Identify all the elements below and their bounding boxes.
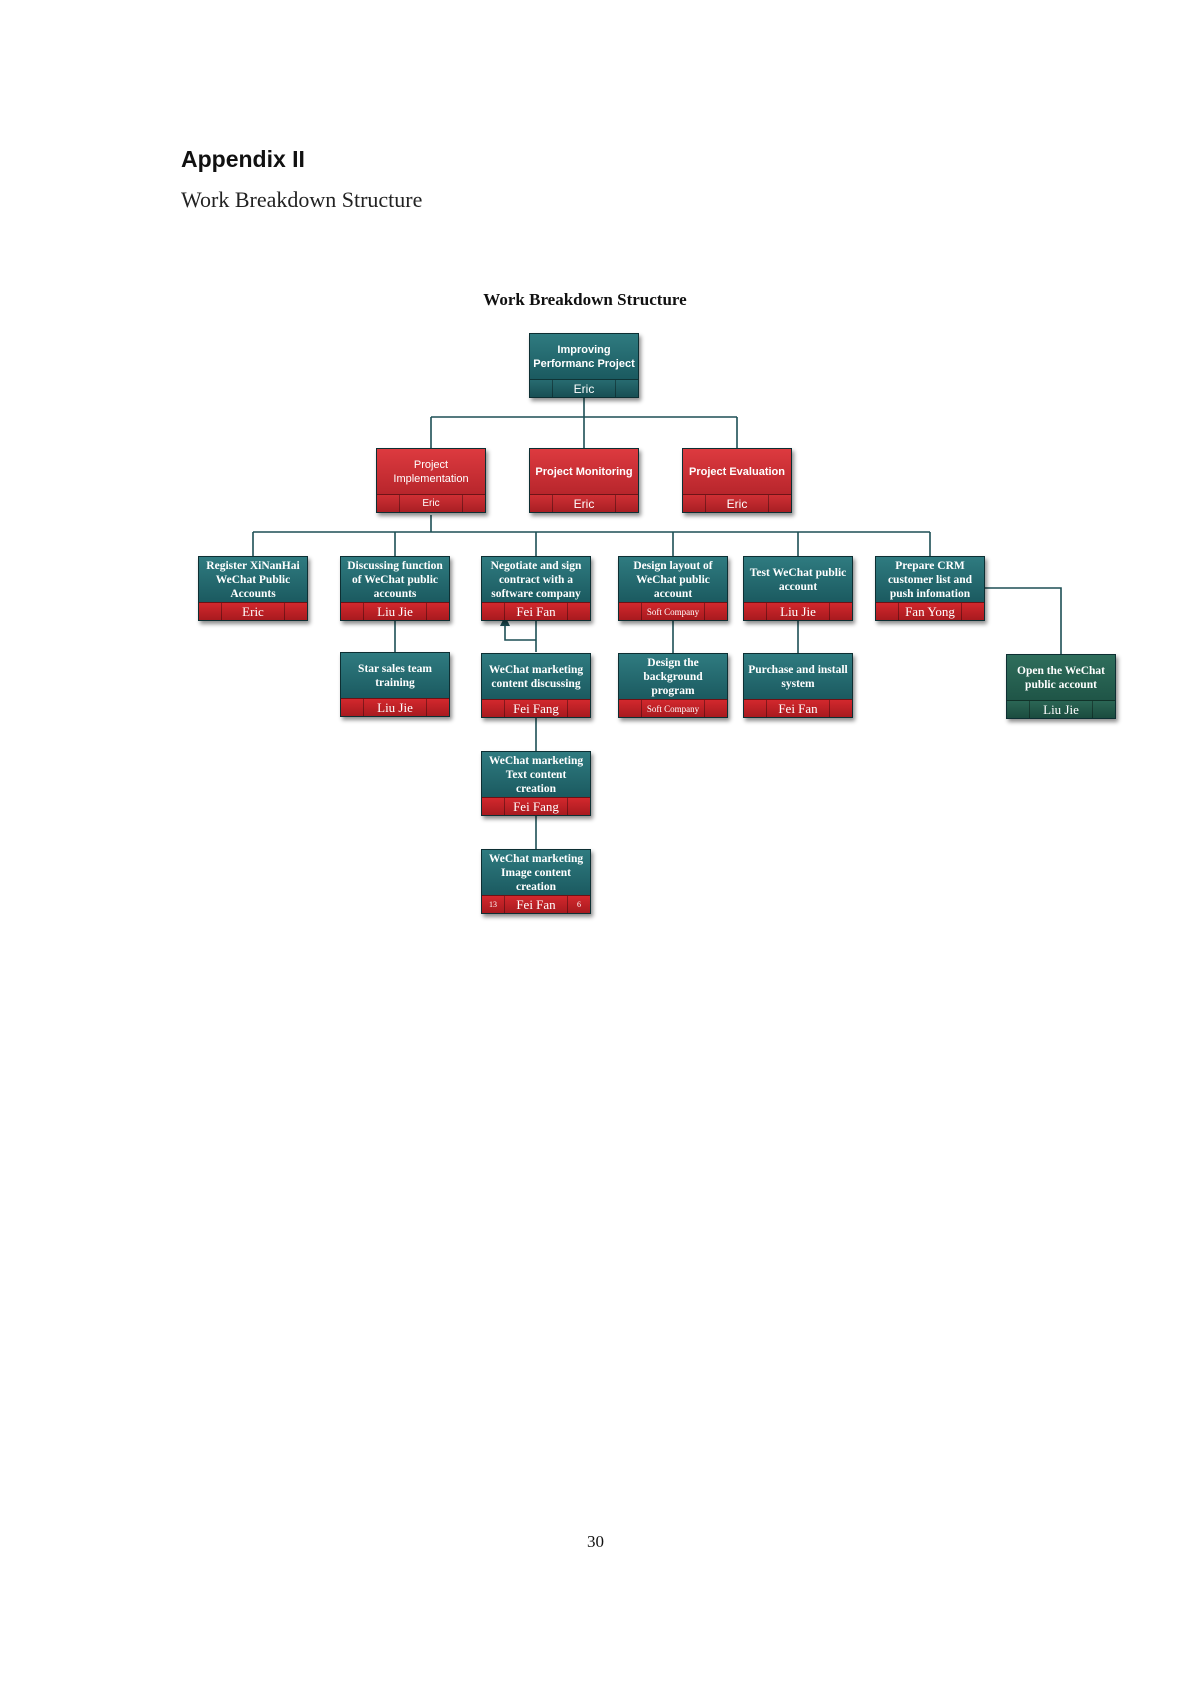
wbs-node-owner: Fei Fang xyxy=(513,798,559,814)
wbs-node-title: WeChat marketing Image content creation xyxy=(482,850,590,895)
wbs-node-owner: Eric xyxy=(422,498,440,509)
arrow-head-icon xyxy=(500,616,510,626)
wbs-node-title: Prepare CRM customer list and push infom… xyxy=(876,557,984,602)
wbs-node-prepare-crm: Prepare CRM customer list and push infom… xyxy=(875,556,985,621)
wbs-node-title: WeChat marketing content discussing xyxy=(482,654,590,699)
wbs-node-owner: Soft Company xyxy=(646,606,700,617)
wbs-node-owner: Liu Jie xyxy=(377,603,413,619)
wbs-node-title: Design layout of WeChat public account xyxy=(619,557,727,602)
wbs-node-background-program: Design the background program Soft Compa… xyxy=(618,653,728,718)
connector xyxy=(985,587,1062,654)
wbs-node-right-number: 6 xyxy=(567,896,590,913)
wbs-node-purchase-install: Purchase and install system Fei Fan xyxy=(743,653,853,718)
wbs-node-title: Negotiate and sign contract with a softw… xyxy=(482,557,590,602)
wbs-node-image-content-creation: WeChat marketing Image content creation … xyxy=(481,849,591,914)
wbs-node-title: Register XiNanHai WeChat Public Accounts xyxy=(199,557,307,602)
wbs-node-owner: Eric xyxy=(242,603,264,619)
page-number: 30 xyxy=(587,1532,604,1551)
appendix-subheading: Work Breakdown Structure xyxy=(181,187,423,212)
wbs-node-project-monitoring: Project Monitoring Eric xyxy=(529,448,639,513)
wbs-node-test-account: Test WeChat public account Liu Jie xyxy=(743,556,853,621)
wbs-node-title: Star sales team training xyxy=(341,653,449,698)
wbs-node-left-number: 13 xyxy=(482,896,505,913)
wbs-node-owner: Fei Fan xyxy=(516,896,556,912)
connector-arrow xyxy=(504,624,536,641)
wbs-node-owner: Soft Company xyxy=(646,703,700,714)
wbs-node-owner: Eric xyxy=(726,496,748,511)
wbs-node-title: Test WeChat public account xyxy=(744,557,852,602)
wbs-node-owner: Fan Yong xyxy=(905,603,955,619)
appendix-heading: Appendix II xyxy=(181,146,305,172)
wbs-node-project-evaluation: Project Evaluation Eric xyxy=(682,448,792,513)
wbs-node-owner: Liu Jie xyxy=(377,699,413,715)
wbs-node-project-implementation: Project Implementation Eric xyxy=(376,448,486,513)
wbs-node-star-sales-training: Star sales team training Liu Jie xyxy=(340,652,450,717)
wbs-node-title: Design the background program xyxy=(619,654,727,699)
wbs-node-title: Discussing function of WeChat public acc… xyxy=(341,557,449,602)
wbs-node-design-layout: Design layout of WeChat public account S… xyxy=(618,556,728,621)
wbs-node-register-accounts: Register XiNanHai WeChat Public Accounts… xyxy=(198,556,308,621)
wbs-node-owner: Liu Jie xyxy=(1043,701,1079,717)
wbs-node-title: Project Evaluation xyxy=(683,449,791,494)
wbs-node-discussing-function: Discussing function of WeChat public acc… xyxy=(340,556,450,621)
wbs-node-owner: Fei Fang xyxy=(513,700,559,716)
chart-title: Work Breakdown Structure xyxy=(483,290,687,309)
wbs-node-owner: Fei Fan xyxy=(516,603,556,619)
wbs-node-title: Improving Performanc Project xyxy=(530,334,638,379)
wbs-node-title: Purchase and install system xyxy=(744,654,852,699)
wbs-node-title: Open the WeChat public account xyxy=(1007,655,1115,700)
wbs-node-owner: Liu Jie xyxy=(780,603,816,619)
wbs-node-owner: Fei Fan xyxy=(778,700,818,716)
wbs-node-title: Project Monitoring xyxy=(530,449,638,494)
wbs-node-marketing-content-discussing: WeChat marketing content discussing Fei … xyxy=(481,653,591,718)
wbs-node-text-content-creation: WeChat marketing Text content creation F… xyxy=(481,751,591,816)
wbs-node-negotiate-contract: Negotiate and sign contract with a softw… xyxy=(481,556,591,621)
wbs-node-owner: Eric xyxy=(573,381,595,396)
wbs-node-root: Improving Performanc Project Eric xyxy=(529,333,639,398)
wbs-node-open-account: Open the WeChat public account Liu Jie xyxy=(1006,654,1116,719)
wbs-node-title: WeChat marketing Text content creation xyxy=(482,752,590,797)
wbs-node-title: Project Implementation xyxy=(377,449,485,494)
wbs-node-owner: Eric xyxy=(573,496,595,511)
